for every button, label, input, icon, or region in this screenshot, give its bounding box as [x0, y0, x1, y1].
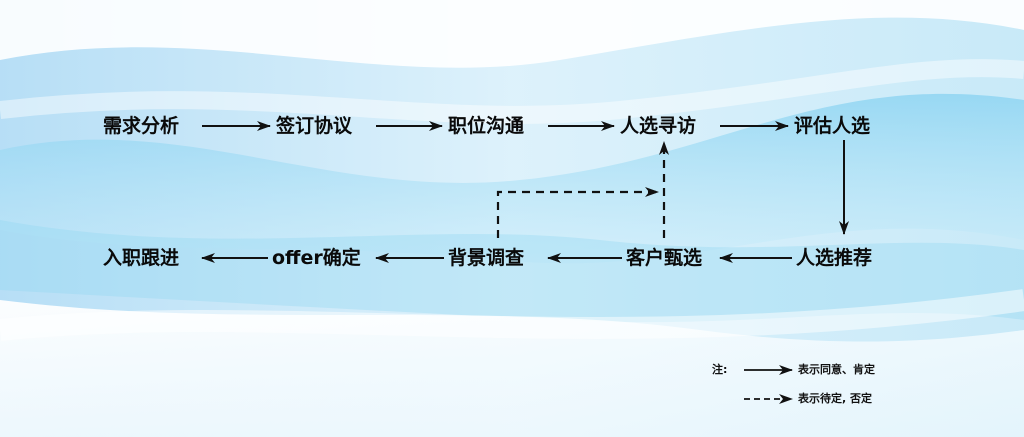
- legend-dashed-label: 表示待定, 否定: [798, 392, 873, 405]
- node-candidate-recommend: 人选推荐: [796, 247, 873, 269]
- node-offer-confirm: offer确定: [272, 247, 361, 269]
- node-background-check: 背景调查: [448, 247, 525, 269]
- legend-solid-label: 表示同意、肯定: [798, 363, 875, 376]
- node-evaluate-candidate: 评估人选: [794, 115, 871, 137]
- node-client-screening: 客户甄选: [626, 247, 703, 269]
- node-position-communication: 职位沟通: [448, 115, 525, 137]
- legend-prefix: 注:: [712, 363, 728, 376]
- dashed-loop-left: [496, 187, 659, 238]
- node-onboarding-followup: 入职跟进: [103, 247, 180, 269]
- node-candidate-search: 人选寻访: [620, 115, 697, 137]
- node-sign-agreement: 签订协议: [276, 115, 353, 137]
- node-demand-analysis: 需求分析: [103, 115, 180, 137]
